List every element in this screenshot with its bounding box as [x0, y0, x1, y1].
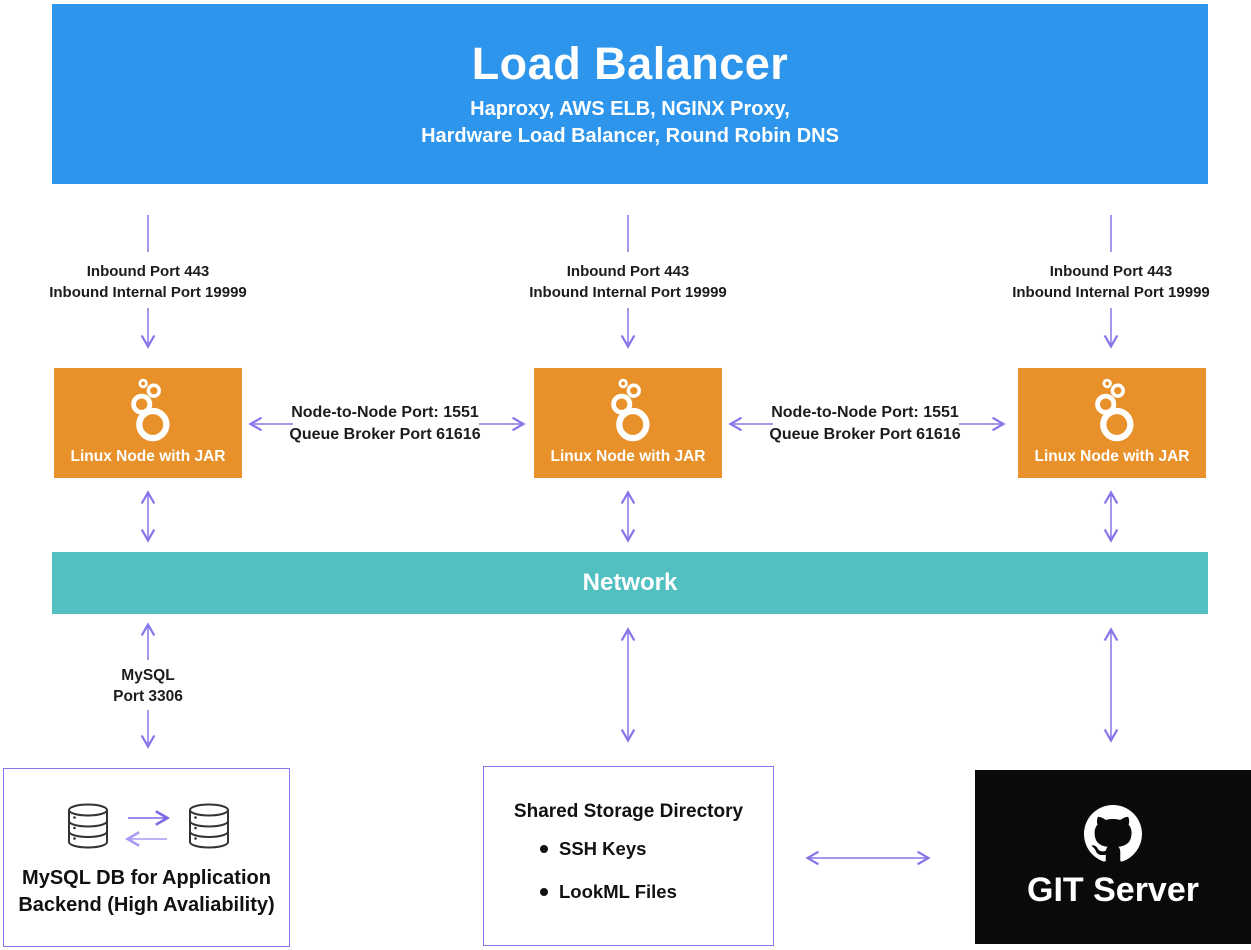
storage-item-label: LookML Files: [559, 881, 677, 902]
network-bar: Network: [52, 552, 1208, 614]
mysql-db-label: MySQL DB for Application Backend (High A…: [4, 865, 289, 919]
node-link-label-1: Node-to-Node Port: 1551 Queue Broker Por…: [289, 402, 480, 445]
inbound-label-right-line1: Inbound Port 443: [1049, 263, 1173, 280]
linux-node-label-2: Linux Node with JAR: [550, 448, 706, 465]
network-label: Network: [582, 569, 678, 596]
load-balancer-title: Load Balancer: [471, 38, 789, 89]
storage-item-ssh-keys: SSH Keys: [540, 838, 646, 860]
linux-node-label-3: Linux Node with JAR: [1034, 448, 1190, 465]
inbound-label-left-line1: Inbound Port 443: [86, 263, 210, 280]
load-balancer-subtitle-line2: Hardware Load Balancer, Round Robin DNS: [421, 125, 839, 147]
storage-item-lookml-files: LookML Files: [540, 881, 677, 903]
linux-node-label-1: Linux Node with JAR: [70, 448, 226, 465]
node-link-label-1-line2: Queue Broker Port 61616: [289, 425, 481, 443]
mysql-db-label-line2: Backend (High Avaliability): [18, 894, 275, 916]
linux-node-box-2: Linux Node with JAR: [534, 368, 722, 478]
github-logo-icon: [1084, 804, 1142, 862]
inbound-label-left: Inbound Port 443 Inbound Internal Port 1…: [49, 261, 247, 303]
mysql-link-label-line1: MySQL: [121, 667, 175, 684]
looker-logo-icon: [611, 378, 650, 442]
load-balancer-subtitle-line1: Haproxy, AWS ELB, NGINX Proxy,: [470, 98, 790, 120]
linux-node-box-3: Linux Node with JAR: [1018, 368, 1206, 478]
shared-storage-box: Shared Storage Directory SSH Keys LookML…: [483, 766, 774, 946]
git-server-label: GIT Server: [1027, 870, 1199, 909]
inbound-label-middle-line2: Inbound Internal Port 19999: [529, 284, 727, 301]
inbound-label-right: Inbound Port 443 Inbound Internal Port 1…: [1012, 261, 1210, 303]
node-link-label-2-line1: Node-to-Node Port: 1551: [771, 404, 959, 421]
looker-logo-icon: [1095, 378, 1134, 442]
mysql-link-label: MySQL Port 3306: [113, 666, 183, 708]
inbound-label-middle-line1: Inbound Port 443: [566, 263, 690, 280]
load-balancer-box: Load Balancer Haproxy, AWS ELB, NGINX Pr…: [52, 4, 1208, 184]
bullet-icon: [540, 845, 548, 853]
database-replication-icon: [68, 803, 229, 849]
node-link-label-2-line2: Queue Broker Port 61616: [769, 425, 961, 443]
database-cylinder-icon: [189, 803, 229, 849]
storage-item-label: SSH Keys: [559, 838, 647, 859]
database-cylinder-icon: [68, 803, 108, 849]
mysql-db-box: MySQL DB for Application Backend (High A…: [3, 768, 290, 947]
mysql-db-label-line1: MySQL DB for Application: [22, 867, 271, 889]
bullet-icon: [540, 888, 548, 896]
looker-logo-icon: [131, 378, 170, 442]
node-link-label-1-line1: Node-to-Node Port: 1551: [291, 404, 479, 421]
git-server-box: GIT Server: [975, 770, 1251, 944]
load-balancer-subtitle: Haproxy, AWS ELB, NGINX Proxy, Hardware …: [421, 96, 839, 150]
node-link-label-2: Node-to-Node Port: 1551 Queue Broker Por…: [769, 402, 960, 445]
inbound-label-middle: Inbound Port 443 Inbound Internal Port 1…: [529, 261, 727, 303]
inbound-label-right-line2: Inbound Internal Port 19999: [1012, 284, 1210, 301]
shared-storage-title: Shared Storage Directory: [513, 801, 744, 822]
mysql-link-label-line2: Port 3306: [113, 687, 183, 705]
linux-node-box-1: Linux Node with JAR: [54, 368, 242, 478]
inbound-label-left-line2: Inbound Internal Port 19999: [49, 284, 247, 301]
